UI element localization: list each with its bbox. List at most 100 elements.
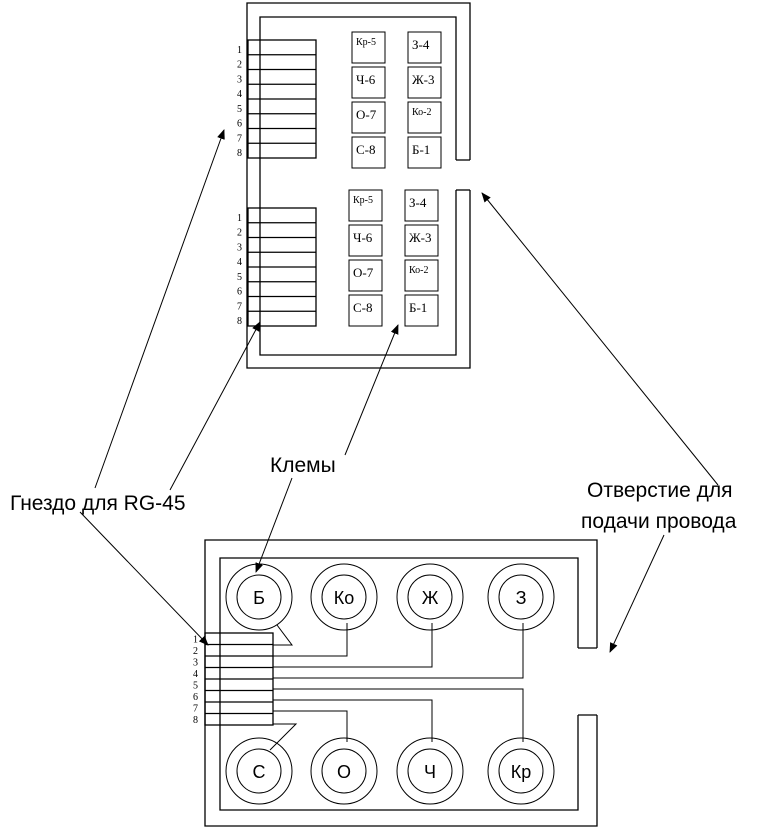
pin-number: 7 — [237, 133, 242, 144]
terminal-ring — [225, 737, 293, 805]
pin-number: 8 — [193, 715, 198, 726]
terminal-label: О-7 — [356, 107, 377, 122]
terminal-label: С-8 — [353, 300, 373, 315]
arrow-socket-front — [79, 511, 209, 646]
terminal-circle-label: З — [516, 588, 527, 608]
pin-number: 7 — [237, 301, 242, 312]
terminal-label: З-4 — [412, 37, 430, 52]
terminal-screw — [321, 748, 367, 794]
arrow-klemy-bottom — [255, 477, 293, 573]
terminal-box — [404, 224, 439, 257]
terminal-box — [407, 66, 442, 99]
terminal-label: Ж-3 — [409, 230, 431, 245]
arrow-hole-top — [481, 192, 719, 486]
terminal-box — [348, 189, 383, 222]
terminal-label: С-8 — [356, 142, 376, 157]
wire-pin5-kr — [273, 688, 524, 742]
terminal-box — [404, 189, 439, 222]
terminal-box — [404, 259, 439, 292]
pin-number: 8 — [237, 316, 242, 327]
terminal-screw — [498, 574, 544, 620]
terminal-label: Кр-5 — [353, 195, 373, 206]
top-box-inner — [259, 16, 457, 356]
terminal-label: З-4 — [409, 195, 427, 210]
terminal-circle-label: Кр — [511, 762, 532, 782]
terminal-screw — [236, 574, 282, 620]
terminal-screw — [236, 748, 282, 794]
pin-number: 7 — [193, 704, 198, 715]
terminal-label: Б-1 — [409, 300, 427, 315]
terminal-label: Ч-6 — [356, 72, 376, 87]
callout-hole-line1: Отверстие для — [587, 479, 732, 502]
pin-number: 5 — [237, 104, 242, 115]
terminal-circle-label: Ко — [334, 588, 355, 608]
wire-pin3-zh — [273, 623, 433, 668]
terminal-circle-label: Ж — [422, 588, 439, 608]
terminal-screw — [407, 748, 453, 794]
terminal-screw — [321, 574, 367, 620]
terminal-label: Б-1 — [412, 142, 430, 157]
top-box-outer — [246, 2, 471, 369]
wire-pin2-ko — [273, 623, 348, 657]
wire-pin7-o — [273, 710, 348, 742]
wire-pin4-z — [273, 623, 524, 679]
wire-pin6-ch — [273, 699, 433, 742]
pin-number: 6 — [193, 692, 198, 703]
pin-number: 5 — [193, 681, 198, 692]
pin-number: 1 — [237, 213, 242, 224]
pin-number: 4 — [237, 257, 242, 268]
pin-number: 3 — [193, 658, 198, 669]
terminal-box — [351, 136, 386, 169]
pin-number: 1 — [237, 45, 242, 56]
terminal-ring — [396, 563, 464, 631]
terminal-screw — [407, 574, 453, 620]
pin-number: 3 — [237, 242, 242, 253]
arrow-hole-bottom — [609, 534, 665, 653]
terminal-screw — [498, 748, 544, 794]
terminal-box — [404, 294, 439, 327]
terminal-label: Ко-2 — [412, 107, 432, 118]
terminal-circle-label: Ч — [424, 762, 436, 782]
bottom-box-inner — [219, 557, 579, 811]
terminal-ring — [396, 737, 464, 805]
pin-number: 3 — [237, 74, 242, 85]
terminal-label: Ч-6 — [353, 230, 373, 245]
terminal-box — [348, 224, 383, 257]
terminal-box — [351, 66, 386, 99]
pin-number: 2 — [193, 646, 198, 657]
arrow-socket-lower — [169, 321, 261, 491]
wire-pin1-b — [273, 624, 293, 646]
wires — [269, 623, 524, 751]
terminal-ring — [487, 737, 555, 805]
terminal-circle-label: С — [253, 762, 266, 782]
pin-number: 5 — [237, 272, 242, 283]
terminal-box — [351, 101, 386, 134]
terminal-box — [348, 259, 383, 292]
callout-hole-line2: подачи провода — [581, 510, 737, 533]
terminal-box — [407, 101, 442, 134]
terminal-label: Ко-2 — [409, 265, 429, 276]
wire-pin8-s — [269, 723, 298, 751]
pin-number: 1 — [193, 635, 198, 646]
terminal-ring — [310, 563, 378, 631]
terminal-label: Кр-5 — [356, 37, 376, 48]
terminal-box — [348, 294, 383, 327]
terminal-block-upper: Кр-5 З-4Ч-6 Ж-3О-7 Ко-2С-8 Б-1 — [351, 31, 442, 169]
pin-number: 6 — [237, 119, 242, 130]
arrow-socket-upper — [94, 129, 225, 489]
terminal-ring — [310, 737, 378, 805]
callouts: Клемы Гнездо для RG-45 Отверстие для под… — [10, 129, 737, 653]
terminal-box — [407, 31, 442, 64]
pin-number: 2 — [237, 60, 242, 71]
terminal-circle-label: Б — [253, 588, 265, 608]
pin-number: 4 — [193, 669, 198, 680]
callout-socket: Гнездо для RG-45 — [10, 492, 186, 515]
terminal-label: Ж-3 — [412, 72, 434, 87]
